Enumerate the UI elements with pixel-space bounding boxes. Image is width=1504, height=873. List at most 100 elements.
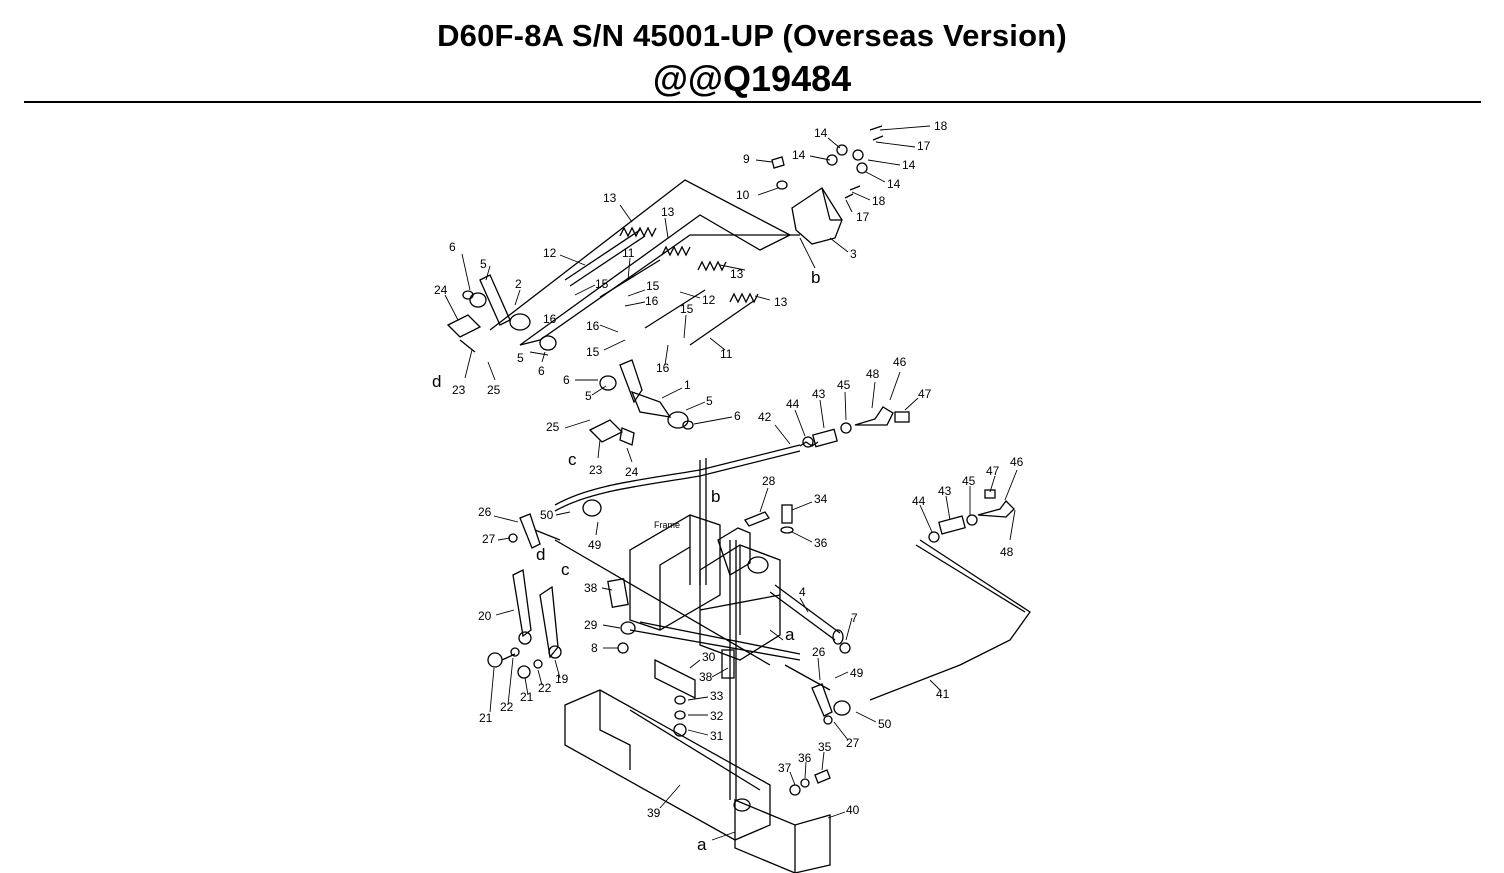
callout-32: 32 bbox=[710, 709, 724, 723]
callout-40: 40 bbox=[846, 803, 860, 817]
ref-letter-b-top: b bbox=[811, 268, 820, 287]
callout-50-b: 50 bbox=[878, 717, 892, 731]
callout-28: 28 bbox=[762, 474, 776, 488]
callout-36-a: 36 bbox=[814, 536, 828, 550]
callout-11-a: 11 bbox=[622, 246, 635, 260]
callout-3: 3 bbox=[850, 247, 857, 261]
callout-33: 33 bbox=[710, 689, 724, 703]
callout-13-c: 13 bbox=[730, 267, 744, 281]
callout-36-b: 36 bbox=[798, 751, 812, 765]
callout-50-a: 50 bbox=[540, 508, 554, 522]
callout-8: 8 bbox=[591, 641, 598, 655]
callout-27-a: 27 bbox=[482, 532, 496, 546]
callout-13-a: 13 bbox=[603, 191, 617, 205]
callout-24-a: 24 bbox=[434, 283, 448, 297]
callout-46-b: 46 bbox=[1010, 455, 1024, 469]
callout-29: 29 bbox=[584, 618, 598, 632]
callout-6-b: 6 bbox=[538, 364, 545, 378]
callout-15-d: 15 bbox=[586, 345, 600, 359]
callout-2: 2 bbox=[515, 277, 522, 291]
callout-34: 34 bbox=[814, 492, 828, 506]
callout-26-a: 26 bbox=[478, 505, 492, 519]
callout-14-b: 14 bbox=[792, 148, 806, 162]
callout-21-a: 21 bbox=[479, 711, 493, 725]
callout-25-b: 25 bbox=[546, 420, 560, 434]
callout-47-b: 47 bbox=[986, 464, 1000, 478]
callout-43-a: 43 bbox=[812, 387, 826, 401]
callout-26-b: 26 bbox=[812, 645, 826, 659]
callout-44-a: 44 bbox=[786, 397, 800, 411]
callout-20: 20 bbox=[478, 609, 492, 623]
callout-18-b: 18 bbox=[872, 194, 886, 208]
callout-11-b: 11 bbox=[720, 347, 733, 361]
callout-16-a: 16 bbox=[645, 294, 659, 308]
callout-16-d: 16 bbox=[656, 361, 670, 375]
callout-49-a: 49 bbox=[588, 538, 602, 552]
callout-16-b: 16 bbox=[543, 312, 557, 326]
frame-label: Frame bbox=[654, 520, 680, 530]
callout-46-a: 46 bbox=[893, 355, 907, 369]
callout-18-a: 18 bbox=[934, 119, 948, 133]
callout-16-c: 16 bbox=[586, 319, 600, 333]
callout-5-b: 5 bbox=[517, 351, 524, 365]
callout-13-d: 13 bbox=[774, 295, 788, 309]
callout-48-a: 48 bbox=[866, 367, 880, 381]
callout-14-d: 14 bbox=[887, 177, 901, 191]
callout-13-b: 13 bbox=[661, 205, 675, 219]
diagram-linework bbox=[446, 125, 1031, 873]
callout-15-b: 15 bbox=[646, 279, 660, 293]
callout-22-a: 22 bbox=[500, 700, 514, 714]
callout-6-a: 6 bbox=[449, 240, 456, 254]
callout-48-b: 48 bbox=[1000, 545, 1014, 559]
callout-45-a: 45 bbox=[837, 378, 851, 392]
ref-letter-c-top: c bbox=[568, 450, 577, 469]
callout-42: 42 bbox=[758, 410, 772, 424]
callout-45-b: 45 bbox=[962, 474, 976, 488]
page-title: D60F-8A S/N 45001-UP (Overseas Version) bbox=[437, 18, 1067, 53]
callout-15-c: 15 bbox=[680, 302, 694, 316]
callout-44-b: 44 bbox=[912, 494, 926, 508]
callout-43-b: 43 bbox=[938, 484, 952, 498]
callout-1: 1 bbox=[684, 378, 691, 392]
callout-38-a: 38 bbox=[584, 581, 598, 595]
callout-22-b: 22 bbox=[538, 681, 552, 695]
callout-38-b: 38 bbox=[699, 670, 713, 684]
ref-letter-c-mid: c bbox=[561, 560, 570, 579]
callout-6-d: 6 bbox=[734, 409, 741, 423]
callout-49-b: 49 bbox=[850, 666, 864, 680]
ref-letter-a-bottom: a bbox=[697, 835, 707, 854]
leader-lines bbox=[444, 125, 1018, 841]
callout-12-b: 12 bbox=[702, 293, 716, 307]
callout-23-a: 23 bbox=[452, 383, 466, 397]
callout-41: 41 bbox=[936, 687, 950, 701]
callout-19: 19 bbox=[555, 672, 569, 686]
callout-14-c: 14 bbox=[902, 158, 916, 172]
callout-24-b: 24 bbox=[625, 465, 639, 479]
callout-30: 30 bbox=[702, 650, 716, 664]
callout-12-a: 12 bbox=[543, 246, 557, 260]
callout-5-c: 5 bbox=[585, 389, 592, 403]
ref-letter-b-mid: b bbox=[711, 487, 720, 506]
callout-15-a: 15 bbox=[595, 277, 609, 291]
callout-labels: 18 17 14 14 14 14 18 17 9 10 3 13 13 12 … bbox=[432, 119, 1024, 854]
callout-47-a: 47 bbox=[918, 387, 932, 401]
callout-21-b: 21 bbox=[520, 690, 534, 704]
callout-4: 4 bbox=[799, 585, 806, 599]
callout-17-b: 17 bbox=[856, 210, 870, 224]
callout-14-a: 14 bbox=[814, 126, 828, 140]
callout-37: 37 bbox=[778, 761, 792, 775]
callout-9: 9 bbox=[743, 152, 750, 166]
callout-7: 7 bbox=[851, 611, 858, 625]
ref-letter-d-mid: d bbox=[536, 545, 545, 564]
callout-39: 39 bbox=[647, 806, 661, 820]
callout-25-a: 25 bbox=[487, 383, 501, 397]
callout-5-d: 5 bbox=[706, 394, 713, 408]
callout-27-b: 27 bbox=[846, 736, 860, 750]
header-divider bbox=[24, 101, 1481, 103]
callout-31: 31 bbox=[710, 729, 724, 743]
callout-10: 10 bbox=[736, 188, 750, 202]
ref-letter-d-top: d bbox=[432, 372, 441, 391]
page-subtitle: @@Q19484 bbox=[652, 58, 852, 99]
callout-17-a: 17 bbox=[917, 139, 931, 153]
